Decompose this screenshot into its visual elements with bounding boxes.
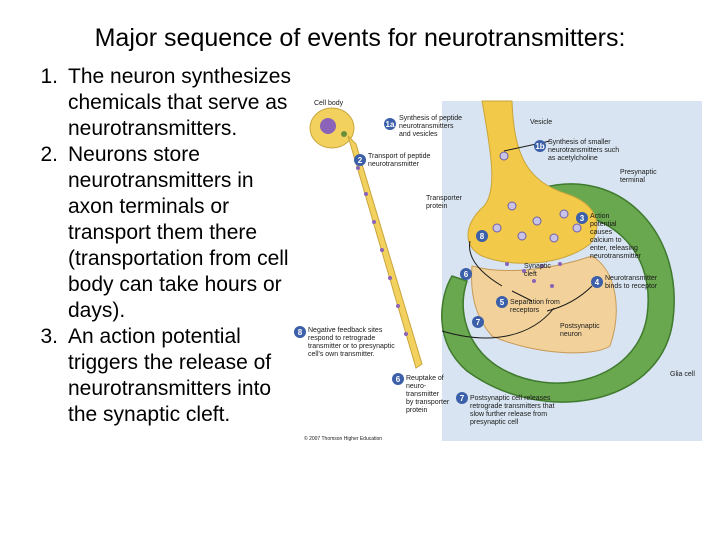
label-1b-line2: neurotransmitters such — [548, 147, 619, 154]
label-7-line4: presynaptic cell — [470, 419, 519, 426]
diagram-labels: Cell body Synthesis of peptide neurotran… — [304, 100, 695, 442]
label-7-line2: retrograde transmitters that — [470, 403, 554, 410]
label-6-line1: Reuptake of — [406, 375, 444, 382]
marker-1a: 1a — [386, 120, 395, 129]
ribosome — [341, 131, 347, 137]
label-6-line2: neuro- — [406, 383, 427, 390]
label-5-line1: Separation from — [510, 299, 560, 306]
axon-vesicles — [356, 166, 408, 336]
marker-6-arrow: 6 — [464, 270, 469, 279]
label-postsynaptic-line1: Postsynaptic — [560, 323, 600, 330]
marker-8: 8 — [298, 328, 303, 337]
event-list: 1. The neuron synthesizes chemicals that … — [22, 64, 294, 428]
label-8-line1: Negative feedback sites — [308, 327, 383, 334]
list-number: 1. — [40, 65, 58, 88]
label-1a-line2: neurotransmitters — [399, 123, 454, 130]
label-1a-line3: and vesicles — [399, 131, 438, 138]
label-presynaptic-line2: terminal — [620, 177, 645, 184]
nucleus — [320, 118, 336, 134]
cleft-transmitters — [505, 262, 562, 288]
label-copyright: © 2007 Thomson Higher Education — [304, 435, 382, 442]
glia-cell — [441, 183, 675, 403]
marker-7: 7 — [460, 394, 465, 403]
terminal-vesicles — [492, 151, 582, 243]
label-transporter-line1: Transporter — [426, 195, 463, 202]
list-number: 3. — [40, 325, 58, 348]
list-item: 1. The neuron synthesizes chemicals that … — [22, 64, 294, 142]
label-6-line4: by transporter — [406, 399, 450, 406]
synapse-svg: 1a 1b 2 3 4 5 6 8 7 8 6 7 Cell body Synt… — [291, 95, 705, 447]
label-3-line3: causes — [590, 229, 613, 236]
list-text: The neuron synthesizes chemicals that se… — [68, 65, 291, 140]
label-postsynaptic-line2: neuron — [560, 331, 582, 338]
label-4-line2: binds to receptor — [605, 283, 658, 290]
presynaptic-terminal — [467, 100, 598, 264]
label-cleft-line1: Synaptic — [524, 263, 551, 270]
marker-8-arrow: 8 — [480, 232, 485, 241]
label-cell-body: Cell body — [314, 100, 344, 107]
marker-1b: 1b — [535, 142, 544, 151]
label-3-line1: Action — [590, 213, 610, 220]
label-8-line3: transmitter or to presynaptic — [308, 343, 395, 350]
label-3-line4: calcium to — [590, 237, 622, 244]
marker-6: 6 — [396, 375, 401, 384]
label-5-line2: receptors — [510, 307, 540, 314]
label-7-line1: Postsynaptic cell releases — [470, 395, 551, 402]
label-transporter-line2: protein — [426, 203, 448, 210]
label-3-line6: neurotransmitter — [590, 253, 642, 260]
step-markers: 1a 1b 2 3 4 5 6 8 7 8 6 7 — [294, 118, 603, 404]
list-item: 2. Neurons store neurotransmitters in axo… — [22, 142, 294, 324]
postsynaptic-neuron — [471, 255, 617, 354]
label-1a-line1: Synthesis of peptide — [399, 115, 462, 122]
marker-5: 5 — [500, 298, 505, 307]
label-8-line2: respond to retrograde — [308, 335, 375, 342]
label-2-line1: Transport of peptide — [368, 153, 430, 160]
label-4-line1: Neurotransmitter — [605, 275, 658, 282]
list-item: 3. An action potential triggers the relea… — [22, 324, 294, 428]
list-text: An action potential triggers the release… — [68, 325, 272, 426]
page-title: Major sequence of events for neurotransm… — [94, 24, 626, 52]
label-1b-line1: Synthesis of smaller — [548, 139, 611, 146]
label-6-line3: transmitter — [406, 391, 440, 398]
marker-4: 4 — [595, 278, 600, 287]
label-vesicle: Vesicle — [530, 119, 552, 126]
label-1b-line3: as acetylcholine — [548, 155, 598, 162]
label-6-line5: protein — [406, 407, 428, 414]
synapse-diagram: 1a 1b 2 3 4 5 6 8 7 8 6 7 Cell body Synt… — [291, 95, 705, 447]
label-3-line5: enter, releasing — [590, 245, 638, 252]
marker-7-arrow: 7 — [476, 318, 481, 327]
list-number: 2. — [40, 143, 58, 166]
marker-2: 2 — [358, 156, 363, 165]
marker-3: 3 — [580, 214, 585, 223]
label-7-line3: slow further release from — [470, 411, 547, 418]
list-text: Neurons store neurotransmitters in axon … — [68, 143, 289, 322]
label-cleft-line2: cleft — [524, 271, 537, 278]
label-2-line2: neurotransmitter — [368, 161, 420, 168]
label-3-line2: potential — [590, 221, 617, 228]
label-8-line4: cell's own transmitter. — [308, 351, 375, 358]
label-presynaptic-line1: Presynaptic — [620, 169, 657, 176]
label-glia: Glia cell — [670, 371, 695, 378]
